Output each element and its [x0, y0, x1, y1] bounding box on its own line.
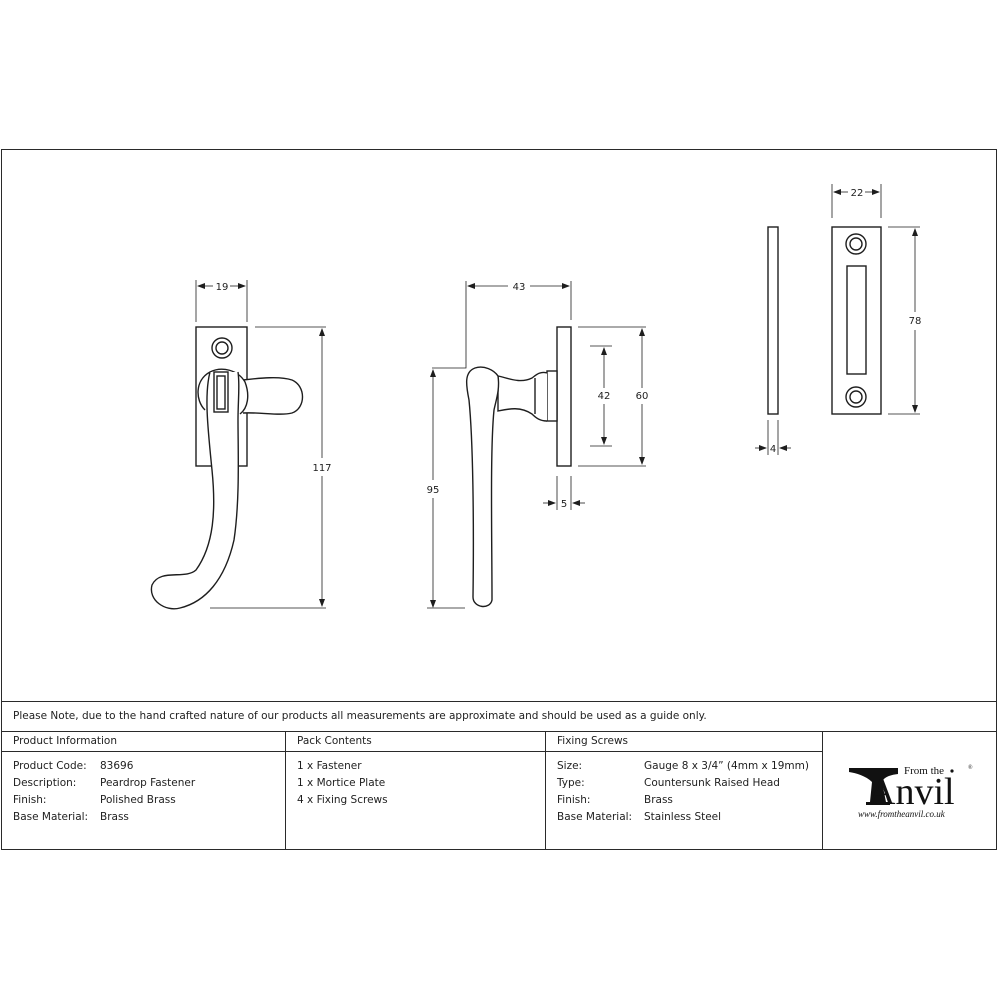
side-view-fastener — [465, 326, 572, 608]
svg-text:®: ® — [968, 764, 973, 771]
mortice-height-label: 78 — [909, 316, 922, 327]
drawing-frame — [1, 149, 997, 850]
description-value: Peardrop Fastener — [100, 777, 196, 789]
from-the-anvil-logo: From the ® Anvil www.fromtheanvil.co.uk — [849, 764, 973, 819]
screw-size-label: Size: — [557, 760, 583, 772]
svg-text:From the: From the — [904, 765, 944, 777]
logo-url: www.fromtheanvil.co.uk — [858, 809, 946, 819]
divider-col-2 — [545, 731, 546, 850]
side-view-dimensions — [427, 281, 646, 609]
pack-contents-heading: Pack Contents — [297, 735, 372, 747]
base-material-value: Brass — [100, 811, 129, 823]
fixing-screws-heading: Fixing Screws — [557, 735, 629, 747]
mortice-width-label: 22 — [851, 188, 864, 199]
mortice-thickness-label: 4 — [770, 444, 776, 455]
side-plate-height-label: 60 — [636, 391, 649, 402]
product-info-heading: Product Information — [13, 735, 117, 747]
divider-col-1 — [285, 731, 286, 850]
pack-item-fastener: 1 x Fastener — [297, 760, 362, 772]
screw-type-label: Type: — [557, 777, 585, 789]
screw-base-material-value: Stainless Steel — [644, 811, 722, 823]
mortice-plate — [767, 226, 882, 415]
screw-finish-value: Brass — [644, 794, 673, 806]
divider-col-3 — [822, 731, 823, 850]
pack-item-fixing-screws: 4 x Fixing Screws — [297, 794, 388, 806]
front-view-dimensions — [195, 280, 326, 609]
screw-type-value: Countersunk Raised Head — [644, 777, 780, 789]
finish-label: Finish: — [13, 794, 47, 806]
side-projection-label: 43 — [513, 282, 526, 293]
side-plate-inner-label: 42 — [598, 391, 611, 402]
pack-item-mortice-plate: 1 x Mortice Plate — [297, 777, 386, 789]
product-code-label: Product Code: — [13, 760, 87, 772]
divider-note-bottom — [1, 731, 997, 732]
side-handle-height-label: 95 — [427, 485, 440, 496]
side-plate-thickness-label: 5 — [561, 499, 567, 510]
logo-brand: Anvil — [868, 771, 955, 813]
divider-header-bottom — [1, 751, 823, 752]
front-width-label: 19 — [216, 282, 229, 293]
description-label: Description: — [13, 777, 77, 789]
screw-finish-label: Finish: — [557, 794, 591, 806]
measurement-note: Please Note, due to the hand crafted nat… — [13, 710, 707, 722]
anvil-icon — [849, 768, 898, 805]
screw-base-material-label: Base Material: — [557, 811, 633, 823]
screw-size-value: Gauge 8 x 3/4” (4mm x 19mm) — [644, 760, 809, 772]
finish-value: Polished Brass — [100, 794, 176, 806]
front-view-fastener — [150, 326, 304, 610]
mortice-plate-dimensions — [755, 184, 920, 455]
front-height-label: 117 — [312, 463, 331, 474]
product-code-value: 83696 — [100, 760, 134, 772]
base-material-label: Base Material: — [13, 811, 89, 823]
technical-drawing: 19 117 43 95 42 60 5 — [150, 184, 922, 610]
divider-note-top — [1, 701, 997, 702]
